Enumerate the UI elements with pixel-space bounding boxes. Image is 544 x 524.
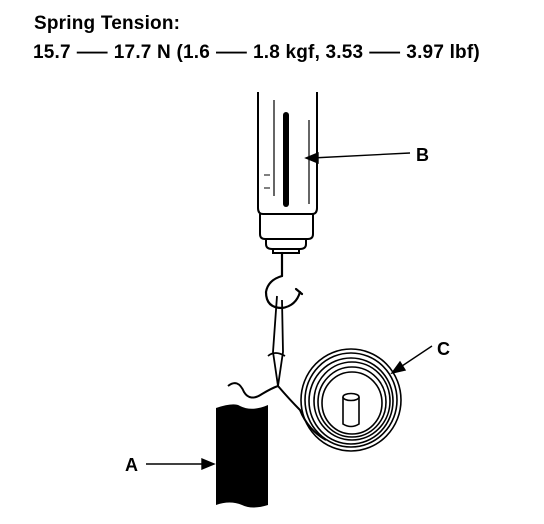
spring-tension-spec: 15.7 ⸺ 17.7 N (1.6 ⸺ 1.8 kgf, 3.53 ⸺ 3.9… (33, 42, 480, 63)
coil-spring (300, 348, 402, 452)
scale-hook (264, 251, 304, 310)
holder-post (216, 404, 268, 508)
spec-heading: Spring Tension: (34, 13, 181, 34)
callout-arrows (146, 151, 433, 471)
spring-scale (257, 92, 318, 254)
callout-label-b: B (416, 145, 429, 165)
spring-wire-end (227, 382, 327, 441)
scale-indicator-slot (283, 112, 289, 207)
spring-end-link (267, 295, 286, 387)
callout-label-a: A (125, 455, 138, 475)
spring-center-post (342, 392, 360, 428)
callout-label-c: C (437, 339, 450, 359)
